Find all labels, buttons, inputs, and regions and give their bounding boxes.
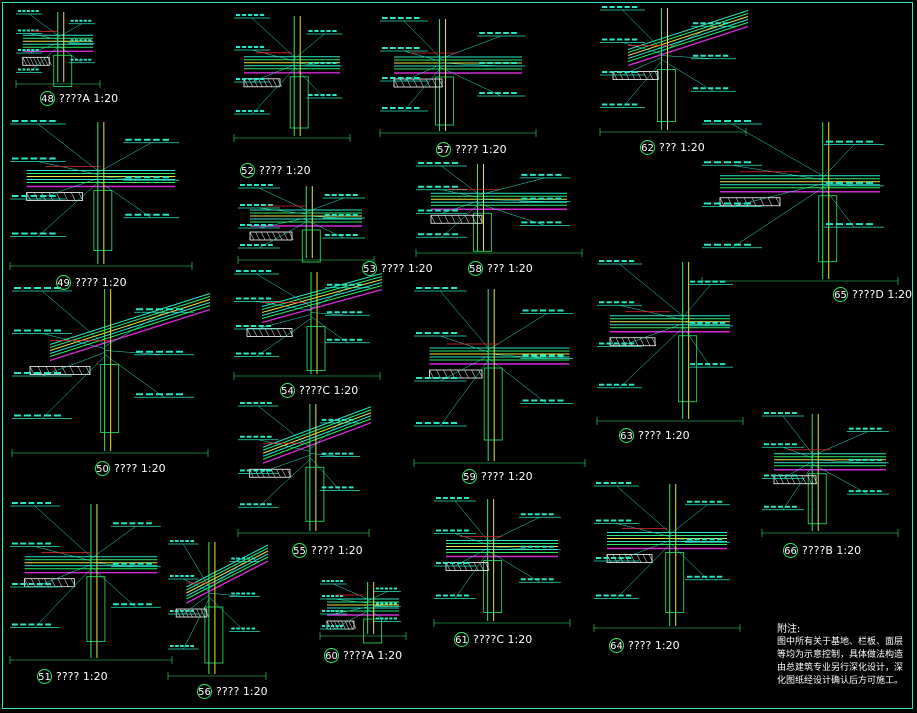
detail-title-58: 58??? 1:20: [468, 261, 533, 276]
detail-title-59: 59???? 1:20: [462, 469, 533, 484]
detail-title-49: 49???? 1:20: [56, 275, 127, 290]
detail-drawing-2: [379, 17, 537, 137]
detail-drawing-5: [237, 184, 375, 264]
detail-drawing-18: [593, 482, 741, 632]
detail-drawing-17: [433, 497, 571, 627]
detail-drawing-4: [9, 120, 193, 270]
detail-title-53: 53???? 1:20: [362, 261, 433, 276]
detail-drawing-3: [599, 6, 749, 136]
detail-drawing-8: [233, 270, 383, 380]
detail-title-48: 48????A 1:20: [40, 91, 119, 106]
notes-title: 附注:: [777, 624, 801, 635]
notes-body: 图中所有关于基地、栏板、面层等均为示意控制，具体做法构造由总建筑专业另行深化设计…: [777, 637, 904, 686]
detail-drawing-6: [415, 162, 583, 257]
detail-title-60: 60????A 1:20: [324, 648, 403, 663]
detail-title-54: 54????C 1:20: [280, 383, 359, 398]
detail-drawing-11: [596, 260, 744, 425]
detail-title-66: 66????B 1:20: [783, 543, 862, 558]
detail-drawing-16: [319, 580, 407, 644]
detail-title-56: 56???? 1:20: [197, 684, 268, 699]
detail-drawing-10: [413, 287, 586, 467]
detail-drawing-15: [167, 540, 269, 680]
detail-title-65: 65????D 1:20: [833, 287, 913, 302]
detail-title-55: 55???? 1:20: [292, 543, 363, 558]
detail-drawing-9: [11, 287, 211, 457]
detail-drawing-13: [761, 412, 899, 537]
general-notes: 附注: 图中所有关于基地、栏板、面层等均为示意控制，具体做法构造由总建筑专业另行…: [777, 623, 905, 688]
detail-title-61: 61????C 1:20: [454, 632, 533, 647]
detail-drawing-1: [233, 14, 351, 142]
detail-title-52: 52???? 1:20: [240, 163, 311, 178]
detail-title-57: 57???? 1:20: [436, 142, 507, 157]
detail-drawing-14: [9, 502, 173, 664]
detail-drawing-7: [701, 120, 899, 285]
detail-title-51: 51???? 1:20: [37, 669, 108, 684]
detail-title-62: 62??? 1:20: [640, 140, 705, 155]
detail-title-50: 50???? 1:20: [95, 461, 166, 476]
detail-drawing-12: [237, 402, 372, 537]
detail-title-64: 64???? 1:20: [609, 638, 680, 653]
detail-drawing-0: [15, 10, 101, 88]
detail-title-63: 63???? 1:20: [619, 428, 690, 443]
